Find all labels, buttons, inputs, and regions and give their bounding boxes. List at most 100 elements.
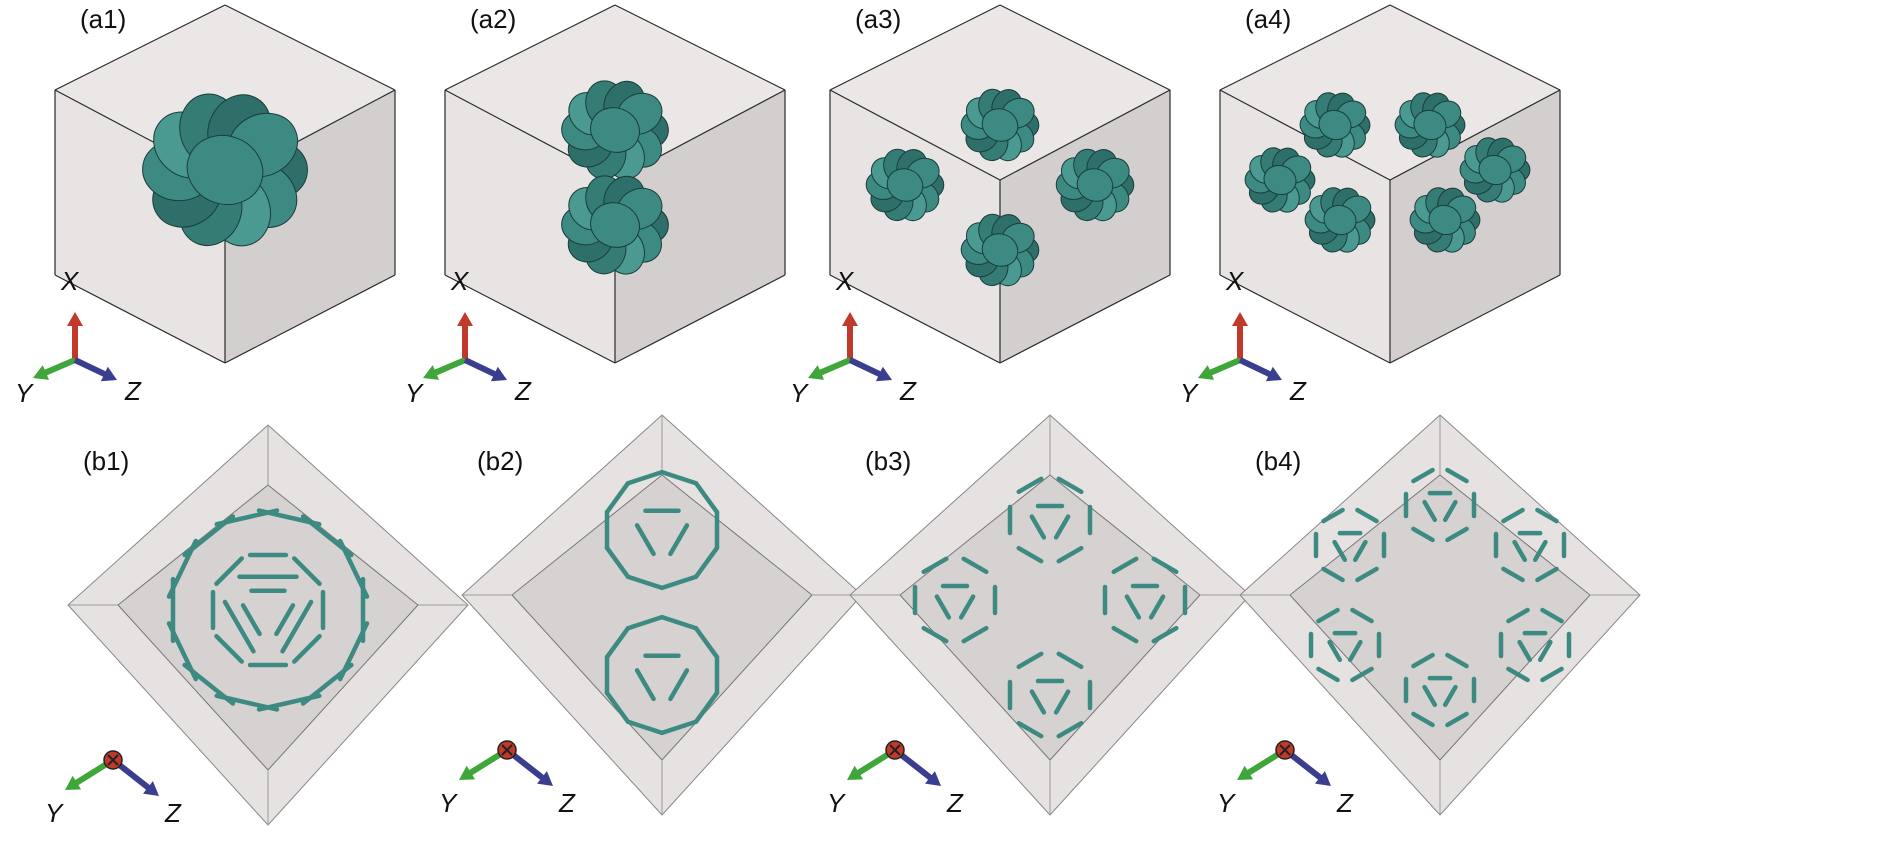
particle — [1016, 651, 1044, 670]
axis-z-label: Z — [558, 788, 576, 818]
particle — [590, 107, 640, 153]
cube-top-face — [55, 5, 395, 180]
particle-cluster — [912, 556, 998, 644]
particle — [659, 574, 699, 591]
particle — [1076, 168, 1114, 202]
cube-edge — [999, 89, 1171, 181]
particle — [1445, 467, 1469, 484]
particle — [1056, 545, 1084, 564]
particle — [1323, 204, 1357, 236]
particle — [693, 480, 720, 515]
particle — [1517, 639, 1533, 663]
axis-y-label: Y — [1217, 788, 1236, 818]
axis-z-arrow-shaft — [848, 357, 885, 379]
particle-cluster — [1394, 92, 1466, 158]
cube-edge — [999, 274, 1171, 364]
particle — [1428, 204, 1462, 236]
cube-edge — [829, 4, 1001, 91]
particle — [634, 668, 656, 702]
particle — [1321, 566, 1345, 583]
particle — [604, 545, 631, 580]
particle — [1056, 651, 1084, 670]
cube-edge — [1389, 89, 1561, 181]
panel-label: (b3) — [865, 446, 911, 476]
particle — [1445, 526, 1469, 543]
particle — [1111, 625, 1139, 644]
particle — [1535, 566, 1559, 583]
cube-edge — [1219, 274, 1391, 364]
particle — [1111, 556, 1139, 575]
particle — [1350, 666, 1374, 683]
particle — [222, 599, 256, 654]
axis-z-label: Z — [124, 376, 142, 406]
particle — [1411, 526, 1435, 543]
cube-top-face — [1220, 5, 1560, 180]
axis-x-cross-icon — [107, 754, 119, 766]
particle — [274, 603, 296, 637]
axis-y-arrow-head — [33, 365, 50, 380]
axis-x-arrow-head — [842, 312, 858, 326]
particle — [280, 599, 314, 654]
particle — [186, 134, 264, 206]
cube-edge — [54, 4, 226, 91]
particle-cluster — [865, 148, 945, 222]
particle — [1411, 711, 1435, 728]
axis-z-arrow-head — [490, 366, 507, 382]
particle-cluster — [1308, 607, 1382, 683]
particle — [1355, 566, 1379, 583]
particle — [1413, 109, 1447, 141]
cube-edge — [224, 274, 396, 364]
particle — [958, 594, 976, 620]
particle-cluster — [142, 93, 308, 247]
panel-label: (b2) — [477, 446, 523, 476]
particle — [1506, 666, 1530, 683]
axis-z-label: Z — [164, 798, 182, 828]
particle — [1532, 539, 1548, 563]
particle — [292, 634, 322, 664]
particle-cluster — [1409, 187, 1481, 253]
axis-y-arrow-shaft — [1206, 357, 1242, 377]
particle-cluster — [1498, 607, 1572, 683]
axis-y-arrow-head — [1237, 765, 1254, 780]
particle-cluster — [166, 508, 370, 712]
cube-edge — [1219, 4, 1391, 91]
particle — [1029, 514, 1047, 540]
particle — [659, 614, 699, 631]
particle — [1327, 639, 1343, 663]
particle-cluster — [1403, 467, 1477, 543]
cube-edge — [614, 4, 786, 91]
particle — [921, 625, 949, 644]
particle — [1350, 607, 1374, 624]
axis-z-arrow-head — [143, 781, 159, 796]
particle — [1501, 566, 1525, 583]
particle — [1422, 684, 1438, 708]
particle — [1053, 514, 1071, 540]
cube-edge — [829, 274, 1001, 364]
particle-cluster — [1102, 556, 1188, 644]
particle — [1506, 607, 1530, 624]
axis-y-label: Y — [1180, 378, 1199, 408]
cube-edge — [444, 274, 616, 364]
particle — [1512, 539, 1528, 563]
particle — [1318, 109, 1352, 141]
axis-z-label: Z — [1289, 376, 1307, 406]
axis-x-arrow-head — [67, 312, 83, 326]
axis-y-arrow-head — [808, 365, 825, 380]
cube-edge — [614, 274, 786, 364]
particle — [1445, 652, 1469, 669]
axis-y-arrow-head — [459, 765, 476, 780]
particle — [1540, 666, 1564, 683]
cube-edge — [999, 4, 1171, 91]
axis-z-arrow-head — [1265, 366, 1282, 382]
particle — [625, 574, 665, 591]
particle — [337, 538, 370, 599]
axis-z-arrow-head — [100, 366, 117, 382]
particle-cluster — [1244, 147, 1316, 213]
particle — [659, 469, 699, 486]
axis-z-arrow-shaft — [73, 357, 110, 379]
